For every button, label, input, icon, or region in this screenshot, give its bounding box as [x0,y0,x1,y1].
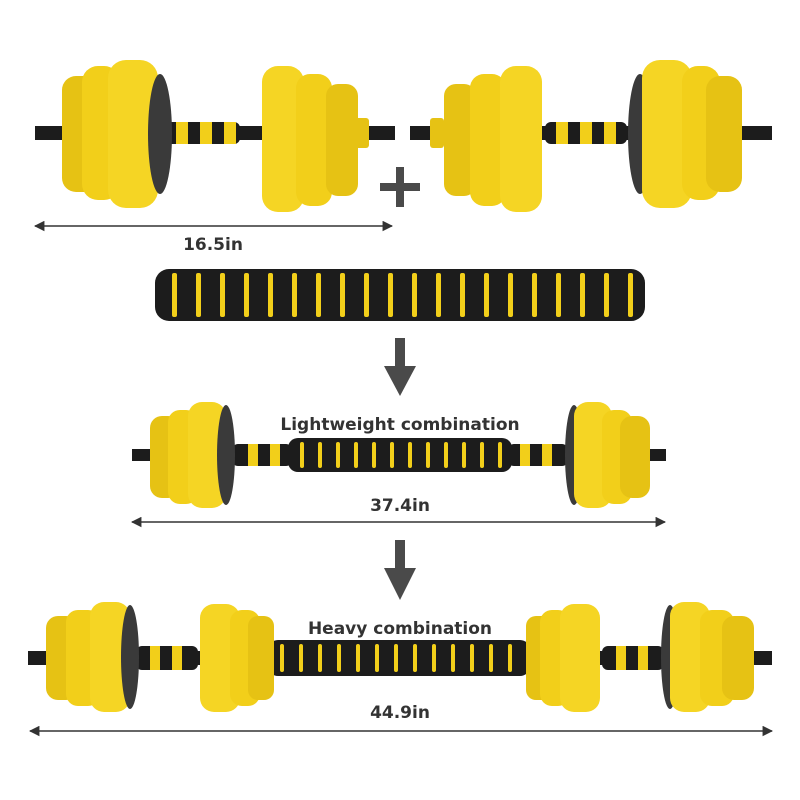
foam-stripe [508,273,513,317]
foam-stripe [375,644,379,672]
foam-stripe [292,273,297,317]
heavy-label: Heavy combination [308,619,492,639]
foam-stripe [394,644,398,672]
foam-stripe [388,273,393,317]
foam-stripe [408,442,412,468]
foam-stripe [172,273,177,317]
dumbbell-left [35,60,395,212]
foam-stripe [220,273,225,317]
down-arrow-2 [384,540,416,600]
foam-stripe [532,273,537,317]
foam-stripe [628,273,633,317]
foam-stripe [300,442,304,468]
lightweight-foam-stripes [300,442,502,468]
foam-stripe [372,442,376,468]
foam-stripe [460,273,465,317]
foam-stripe [390,442,394,468]
foam-stripe [508,644,512,672]
foam-stripe [318,644,322,672]
foam-stripe [489,644,493,672]
lightweight-label: Lightweight combination [280,415,519,435]
heavy-barbell [28,602,772,712]
foam-connector-tube [155,269,645,321]
foam-stripe [196,273,201,317]
foam-stripe [336,442,340,468]
plus-sign [380,167,420,207]
foam-stripe [340,273,345,317]
lightweight-length-label: 37.4in [370,496,430,516]
foam-stripe [480,442,484,468]
foam-stripe [412,273,417,317]
foam-stripe [556,273,561,317]
foam-stripe [470,644,474,672]
foam-stripe [364,273,369,317]
foam-stripe [436,273,441,317]
foam-stripe [462,442,466,468]
foam-stripe [244,273,249,317]
foam-stripe [426,442,430,468]
foam-stripe [318,442,322,468]
foam-stripe [299,644,303,672]
foam-stripe [498,442,502,468]
dumbbell-right [410,60,772,212]
foam-stripe [444,442,448,468]
foam-stripe [356,644,360,672]
foam-stripe [604,273,609,317]
heavy-length-label: 44.9in [370,703,430,723]
heavy-foam-stripes [280,644,512,672]
down-arrow-1 [384,338,416,396]
foam-stripe [451,644,455,672]
foam-stripe [484,273,489,317]
foam-stripe [337,644,341,672]
foam-stripe [432,644,436,672]
foam-stripe [280,644,284,672]
foam-stripe [413,644,417,672]
lightweight-barbell [132,402,666,508]
foam-stripe [580,273,585,317]
foam-stripe [268,273,273,317]
foam-stripe [354,442,358,468]
dumbbell-length-label: 16.5in [183,235,243,255]
foam-stripe [316,273,321,317]
foam-stripes [172,273,633,317]
